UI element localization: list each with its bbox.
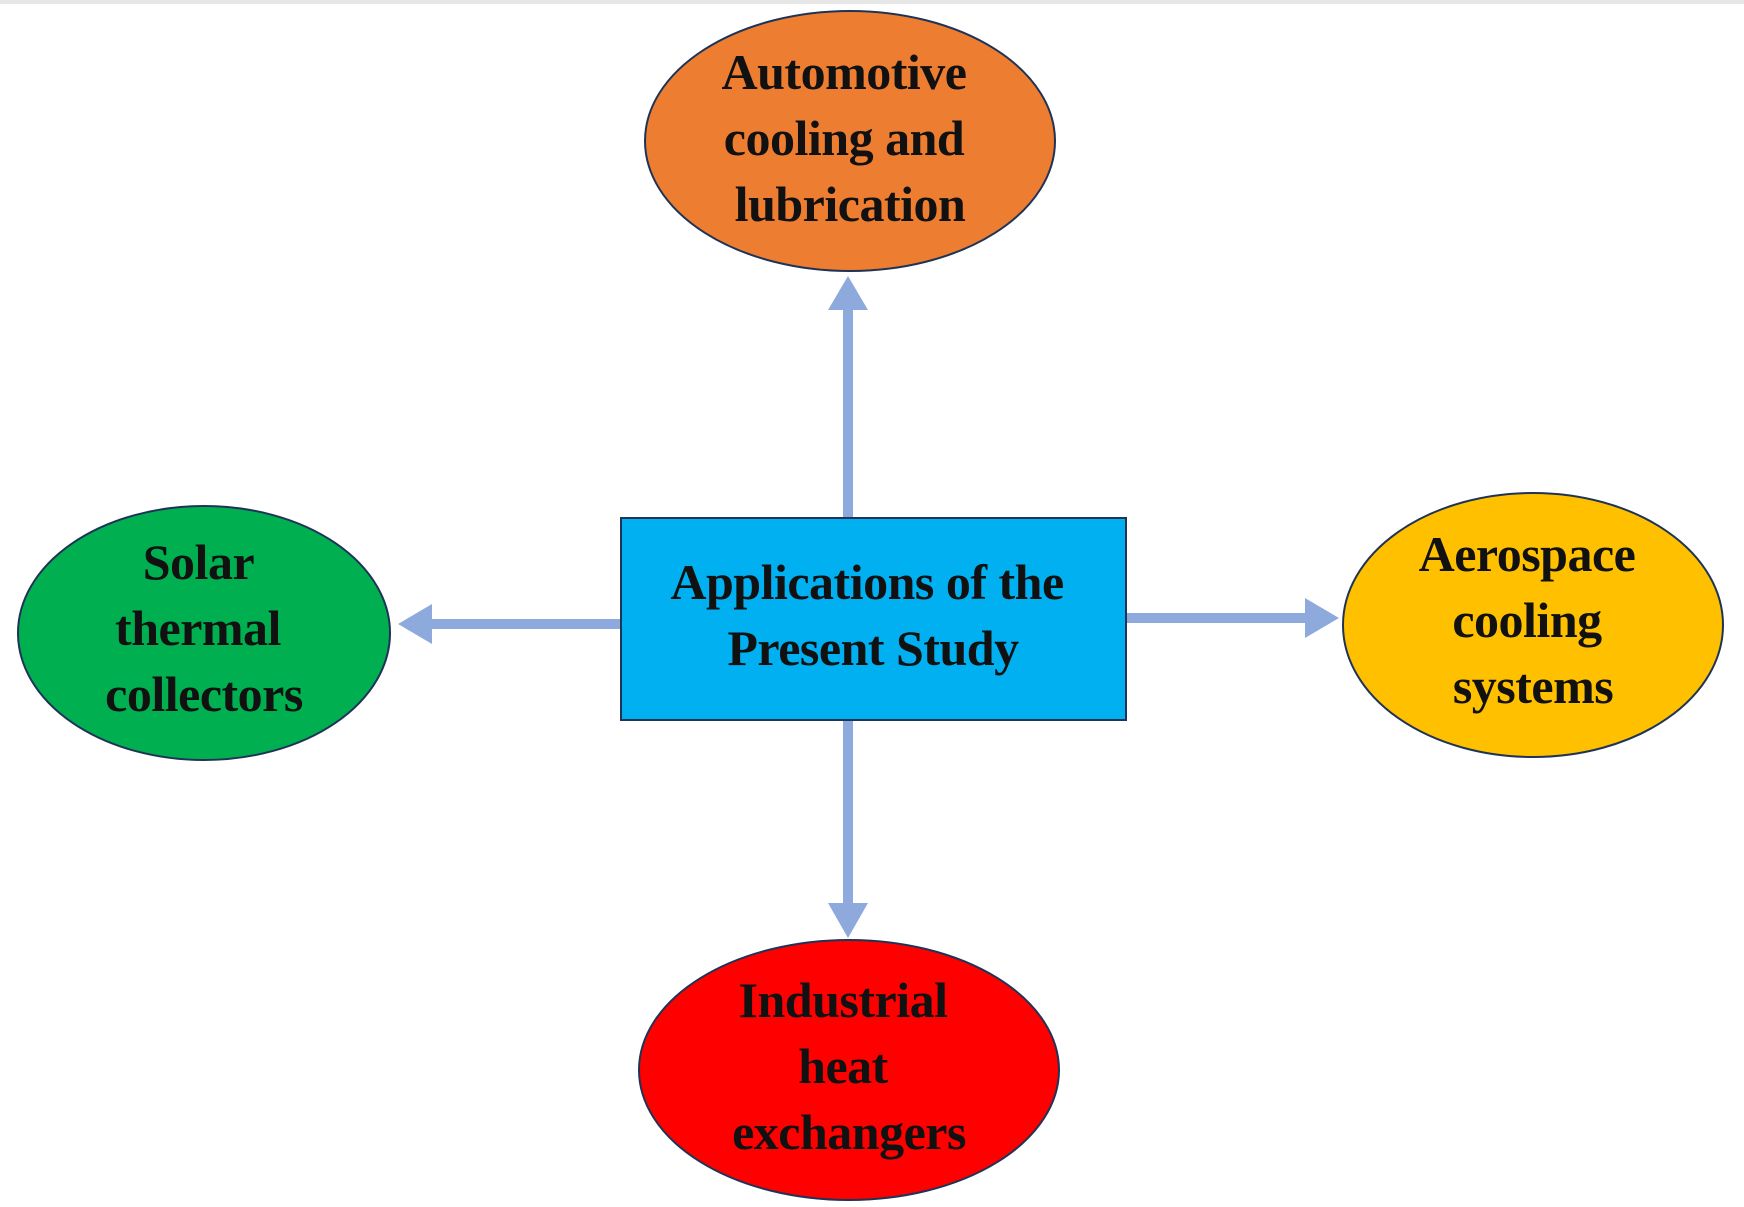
automotive-ellipse (644, 10, 1056, 272)
solar-label: Solar thermal collectors (105, 534, 303, 722)
arrowhead-icon (398, 604, 432, 644)
arrow-to-aerospace (1126, 598, 1339, 638)
automotive-label: Automotive cooling and lubrication (722, 44, 979, 232)
aerospace-node: Aerospace cooling systems (1342, 492, 1724, 758)
solar-node: Solar thermal collectors (17, 505, 391, 761)
aerospace-label: Aerospace cooling systems (1419, 526, 1648, 714)
top-border (0, 0, 1744, 4)
industrial-label: Industrial heat exchangers (732, 972, 966, 1160)
industrial-ellipse (638, 939, 1060, 1201)
industrial-label-line: heat (798, 1038, 889, 1094)
center-label-line: Applications of the (670, 554, 1063, 610)
center-node: Applications of the Present Study (620, 517, 1127, 721)
industrial-label-line: Industrial (739, 972, 949, 1028)
aerospace-ellipse (1342, 492, 1724, 758)
automotive-label-line: Automotive (722, 44, 967, 100)
industrial-label-line: exchangers (732, 1104, 966, 1160)
automotive-label-line: cooling and (724, 110, 965, 166)
center-label-line: Present Study (727, 620, 1019, 676)
solar-label-line: Solar (143, 534, 255, 590)
arrow-to-automotive (828, 276, 868, 518)
arrowhead-icon (828, 276, 868, 310)
solar-label-line: thermal (115, 600, 281, 656)
arrow-to-solar (398, 604, 621, 644)
aerospace-label-line: Aerospace (1419, 526, 1636, 582)
automotive-node: Automotive cooling and lubrication (644, 10, 1056, 272)
industrial-node: Industrial heat exchangers (638, 939, 1060, 1201)
aerospace-label-line: cooling (1452, 592, 1602, 648)
center-label: Applications of the Present Study (670, 554, 1075, 676)
solar-label-line: collectors (105, 666, 303, 722)
center-box (620, 517, 1127, 721)
solar-ellipse (17, 505, 391, 761)
arrowhead-icon (828, 903, 868, 938)
aerospace-label-line: systems (1453, 658, 1613, 714)
arrowhead-icon (1305, 598, 1339, 638)
automotive-label-line: lubrication (735, 176, 966, 232)
arrow-to-industrial (828, 720, 868, 938)
